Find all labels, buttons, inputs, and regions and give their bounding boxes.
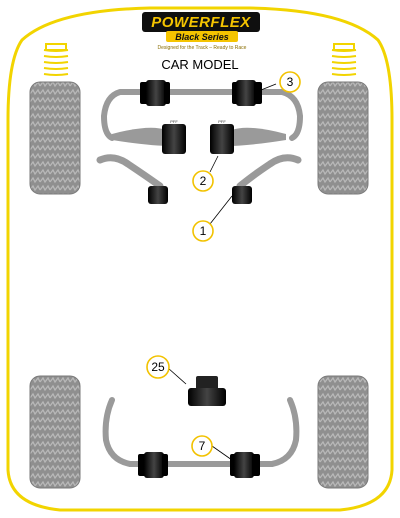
svg-text:PFF: PFF <box>170 119 178 124</box>
callout-2-label: 2 <box>200 174 207 188</box>
front-arb-bush-left <box>140 80 170 106</box>
callout-leaders <box>167 83 277 461</box>
callout-7: 7 <box>191 435 213 457</box>
callout-2: 2 <box>192 170 214 192</box>
front-left-spring <box>43 43 69 76</box>
rear-arb-bush-right <box>230 452 260 478</box>
front-left-tyre <box>29 81 81 195</box>
callout-3: 3 <box>279 71 301 93</box>
powerflex-logo: POWERFLEX Black Series Designed for the … <box>142 12 260 51</box>
lower-arm-left <box>96 154 168 204</box>
lower-arm-right <box>232 154 302 204</box>
callout-1: 1 <box>192 220 214 242</box>
svg-text:PFF: PFF <box>218 119 226 124</box>
rear-left-tyre <box>29 375 81 489</box>
callout-25: 25 <box>146 355 170 379</box>
rear-right-tyre <box>317 375 369 489</box>
wishbone-front-bush-right: PFF <box>210 119 286 154</box>
front-right-tyre <box>317 81 369 195</box>
rear-anti-roll-bar <box>102 397 300 467</box>
car-outline <box>6 6 394 512</box>
rear-arb-bush-left <box>138 452 168 478</box>
wishbone-front-bush-left: PFF <box>112 119 186 154</box>
logo-tagline: Designed for the Track – Ready to Race <box>158 45 247 51</box>
rear-engine-mount-bush <box>188 376 226 406</box>
logo-brand-name: POWERFLEX <box>151 14 251 31</box>
callout-1-label: 1 <box>200 224 207 238</box>
logo-series: Black Series <box>175 32 229 42</box>
front-right-spring <box>331 43 357 76</box>
diagram-title: CAR MODEL <box>161 57 238 72</box>
front-anti-roll-bar <box>100 89 304 141</box>
callout-25-label: 25 <box>151 360 165 374</box>
front-arb-bush-right <box>232 80 262 106</box>
callout-3-label: 3 <box>287 75 294 89</box>
callout-7-label: 7 <box>199 439 206 453</box>
